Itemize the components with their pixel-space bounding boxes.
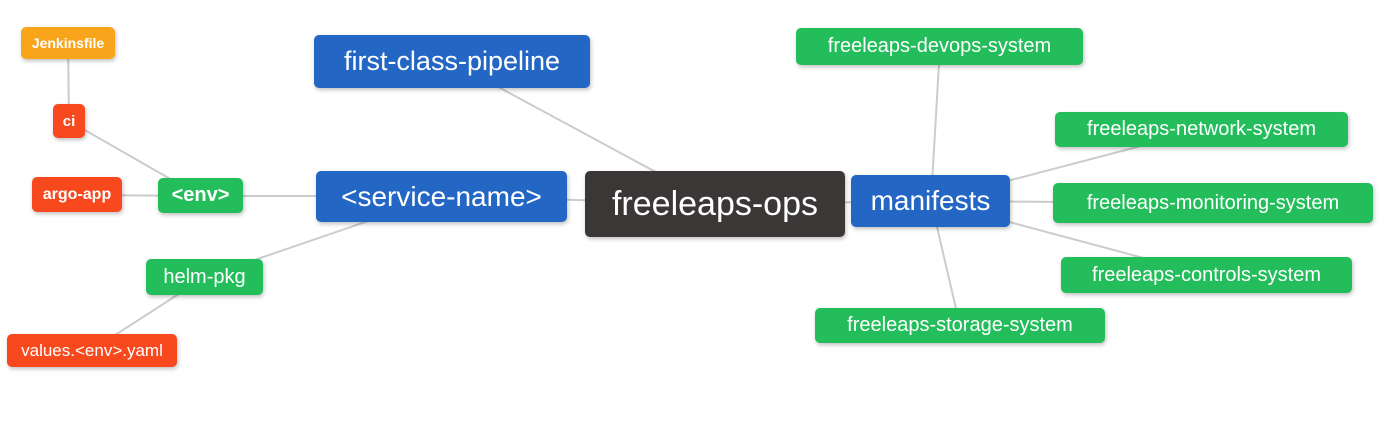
node-freeleaps-ops-root[interactable]: freeleaps-ops <box>585 171 845 237</box>
node-freeleaps-storage-system[interactable]: freeleaps-storage-system <box>815 308 1105 343</box>
node-first-class-pipeline[interactable]: first-class-pipeline <box>314 35 590 88</box>
node-freeleaps-network-system[interactable]: freeleaps-network-system <box>1055 112 1348 147</box>
node-service-name[interactable]: <service-name> <box>316 171 567 222</box>
node-freeleaps-devops-system[interactable]: freeleaps-devops-system <box>796 28 1083 65</box>
node-freeleaps-monitoring-system[interactable]: freeleaps-monitoring-system <box>1053 183 1373 223</box>
node-jenkinsfile[interactable]: Jenkinsfile <box>21 27 115 59</box>
node-values-env-yaml[interactable]: values.<env>.yaml <box>7 334 177 367</box>
node-helm-pkg[interactable]: helm-pkg <box>146 259 263 295</box>
node-env[interactable]: <env> <box>158 178 243 213</box>
node-argo-app[interactable]: argo-app <box>32 177 122 212</box>
node-manifests[interactable]: manifests <box>851 175 1010 227</box>
node-freeleaps-controls-system[interactable]: freeleaps-controls-system <box>1061 257 1352 293</box>
node-ci[interactable]: ci <box>53 104 85 138</box>
